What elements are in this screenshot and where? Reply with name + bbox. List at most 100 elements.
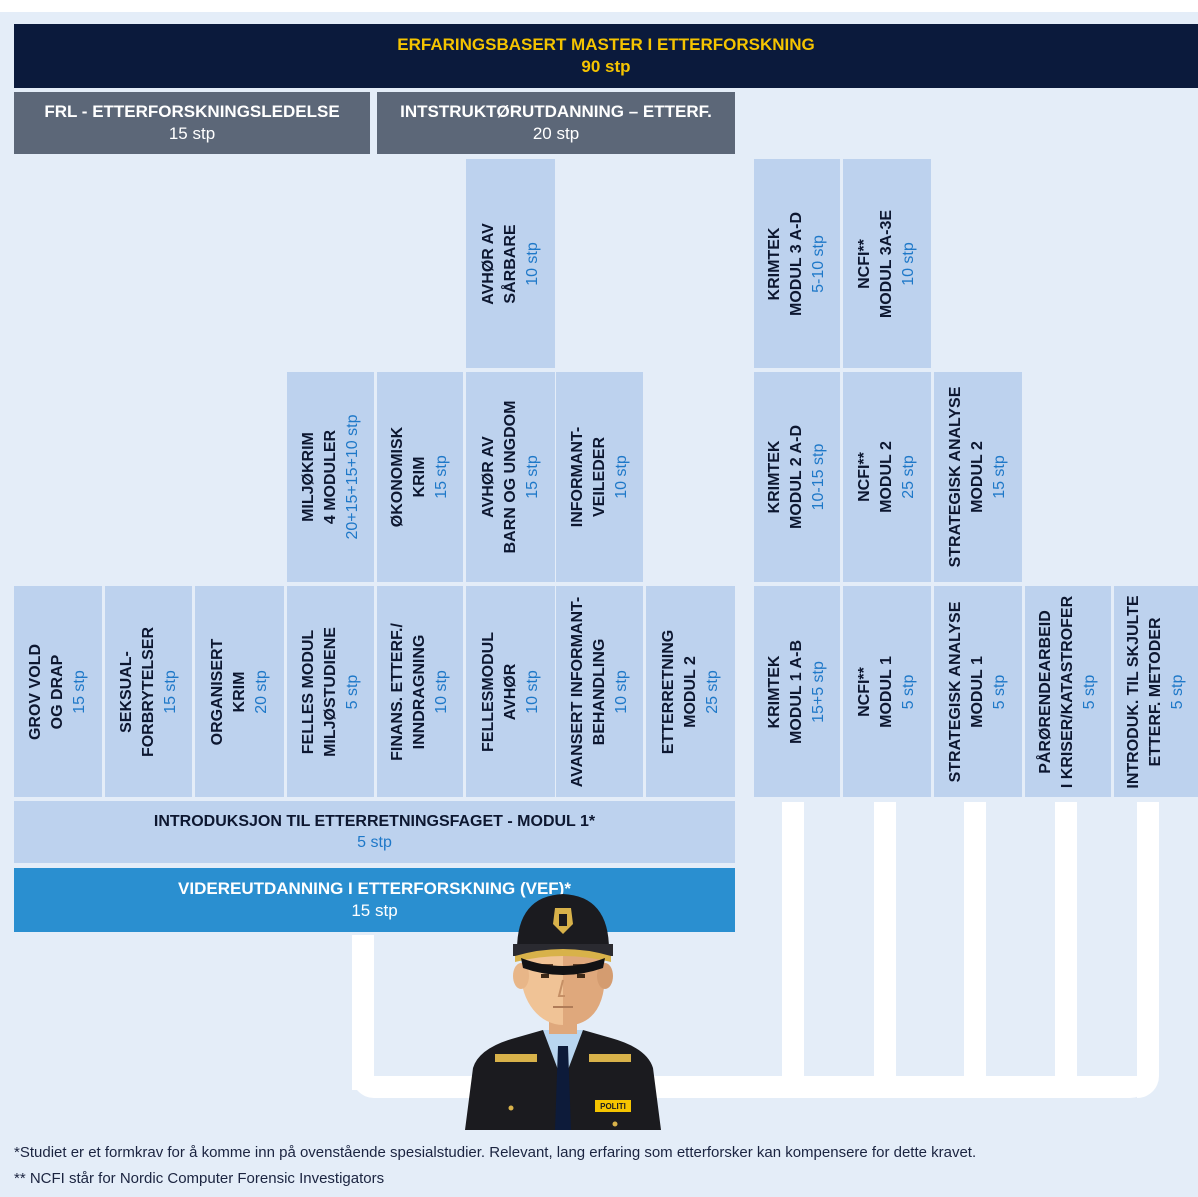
course-credits: 5 stp [991,674,1008,709]
course-line: KRIM [411,456,428,498]
footnote-formkrav: *Studiet er et formkrav for å komme inn … [14,1144,977,1161]
course-credits: 5 stp [1169,674,1186,709]
course-line: MILJØSTUDIENE [321,626,339,757]
course-credits: 5 stp [1081,674,1098,709]
instruktor-title: INTSTRUKTØRUTDANNING – ETTERF. [400,102,712,121]
course-line: MODUL 2 [681,655,699,728]
course-line: MODUL 2 [878,441,895,513]
course-line: KRIMTEK [766,655,783,728]
course-line: MODUL 1 [969,655,986,728]
course-line: SÅRBARE [501,223,519,304]
course-line: MODUL 1 [878,655,895,728]
course-line: FORBRYTELSER [139,626,157,757]
course-ncfi-modul1: NCFI** MODUL 1 5 stp [843,586,931,797]
course-line: MODUL 2 A-D [788,425,805,529]
course-skjulte-metoder: INTRODUK. TIL SKJULTE ETTERF. METODER 5 st… [1114,586,1198,797]
course-line: ORGANISERT [208,638,226,745]
course-credits: 10 stp [523,241,541,286]
course-line: ETTERF. METODER [1147,616,1164,767]
course-line: AVHØR AV [479,436,497,518]
course-credits: 10 stp [523,669,541,714]
course-line: PÅRØRENDEARBEID [1037,609,1054,774]
frl-credits: 15 stp [168,124,216,143]
course-strategisk-modul1: STRATEGISK ANALYSE MODUL 1 5 stp [934,586,1022,797]
course-ncfi-modul2: NCFI** MODUL 2 25 stp [843,372,931,582]
course-credits: 10-15 stp [810,443,827,511]
master-credits: 90 stp [581,57,631,76]
course-krimtek-modul2: KRIMTEK MODUL 2 A-D 10-15 stp [754,372,840,582]
vef-box: VIDEREUTDANNING I ETTERFORSKNING (VEF)* … [14,868,735,932]
course-grov-vold: GROV VOLD OG DRAP 15 stp [14,586,102,797]
course-credits: 20 stp [252,669,270,714]
course-line: KRIMTEK [766,227,783,300]
course-line: FELLESMODUL [479,631,497,752]
course-line: GROV VOLD [27,643,44,740]
course-line: FELLES MODUL [299,629,317,754]
vef-title: VIDEREUTDANNING I ETTERFORSKNING (VEF)* [178,879,571,898]
frl-title: FRL - ETTERFORSKNINGSLEDELSE [44,102,340,121]
course-credits: 15+5 stp [810,660,827,723]
connector-krimtek [782,802,804,1092]
footnote-ncfi: ** NCFI står for Nordic Computer Forensi… [14,1170,385,1187]
course-line: KRIM [230,671,248,712]
course-credits: 15 stp [523,455,541,499]
course-line: AVANSERT INFORMANT- [568,596,586,787]
course-credits: 10 stp [433,669,450,714]
course-line: MODUL 2 [969,441,986,513]
course-credits: 5 stp [900,674,917,709]
course-credits: 25 stp [900,455,917,499]
connector-ncfi [874,802,896,1092]
course-line: MODUL 3A-3E [878,209,895,318]
course-line: MODUL 1 A-B [788,639,805,744]
connector-left-vertical [352,935,374,1090]
course-line: MODUL 3 A-D [788,211,805,316]
vef-credits: 15 stp [351,901,398,920]
course-line: NCFI** [856,666,873,717]
top-margin [0,0,1198,12]
intro-etterretning-box: INTRODUKSJON TIL ETTERRETNINGSFAGET - MO… [14,801,735,863]
connector-right-vertical [1137,802,1159,1098]
course-line: KRIMTEK [766,440,783,514]
course-line: INFORMANT- [568,426,586,528]
course-credits: 25 stp [703,669,721,714]
course-line: NCFI** [856,238,873,289]
course-line: OG DRAP [49,654,66,729]
course-credits: 10 stp [612,455,630,499]
course-line: INTRODUK. TIL SKJULTE [1125,594,1142,789]
course-line: AVHØR [501,663,519,720]
course-line: 4 MODULER [321,429,339,525]
master-title: ERFARINGSBASERT MASTER I ETTERFORSKNING [397,35,815,54]
course-krimtek-modul1: KRIMTEK MODUL 1 A-B 15+5 stp [754,586,840,797]
instruktor-box: INTSTRUKTØRUTDANNING – ETTERF. 20 stp [377,92,735,154]
connector-parorende [1055,802,1077,1092]
course-line: NCFI** [856,452,873,502]
course-line: BARN OG UNGDOM [501,400,519,554]
course-credits: 5 stp [343,674,361,709]
instruktor-credits: 20 stp [532,124,580,143]
course-line: AVHØR AV [479,222,497,305]
frl-box: FRL - ETTERFORSKNINGSLEDELSE 15 stp [14,92,370,154]
course-line: ØKONOMISK [389,426,406,528]
course-credits: 15 stp [71,669,88,714]
course-credits: 20+15+15+10 stp [343,414,361,540]
connector-left-horizontal [352,1076,472,1098]
course-line: STRATEGISK ANALYSE [947,386,964,568]
intro-credits: 5 stp [357,834,392,851]
politi-badge-text: POLITI [600,1102,626,1111]
course-line: BEHANDLING [590,638,608,745]
course-credits: 10 stp [612,669,630,714]
police-officer-illustration: POLITI [465,894,661,1130]
course-line: STRATEGISK ANALYSE [947,601,964,782]
course-credits: 15 stp [161,669,179,714]
